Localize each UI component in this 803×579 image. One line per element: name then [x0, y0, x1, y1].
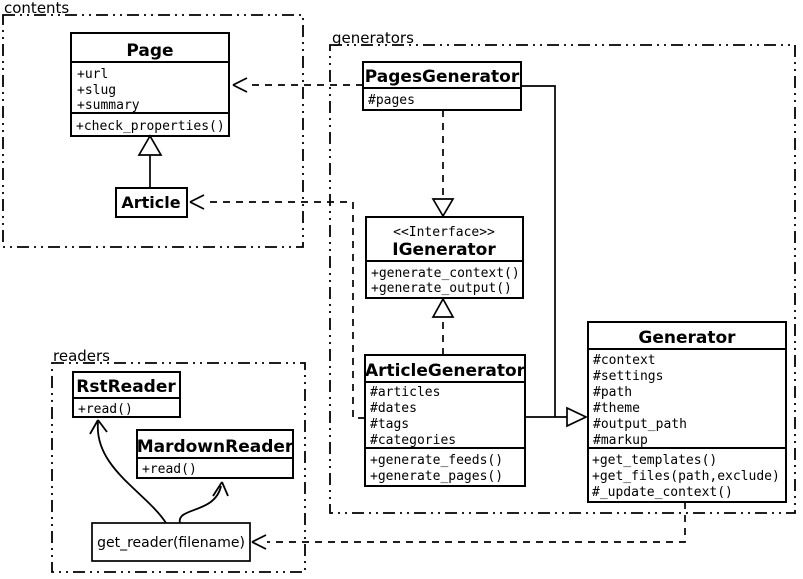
class-generator-box — [587, 321, 787, 503]
relationship-articlegenerator-depends-article — [204, 201, 365, 419]
class-generator-method: #_update_context() — [592, 485, 733, 500]
class-generator-attribute: #theme — [593, 401, 640, 416]
class-mardownreader-box — [136, 429, 294, 479]
class-igenerator-name: IGenerator — [392, 240, 496, 260]
class-articlegenerator-attribute: #articles — [370, 385, 440, 400]
class-article-name: Article — [121, 193, 180, 212]
open-arrowhead-icon — [189, 194, 205, 210]
function-get-reader: get_reader(filename) — [91, 522, 251, 562]
class-generator-attribute: #settings — [593, 369, 663, 384]
class-generator-attribute: #markup — [593, 433, 648, 448]
dependency-line — [204, 201, 365, 419]
package-generators: generators — [329, 29, 796, 514]
package-readers-border — [51, 362, 306, 573]
class-page-method: +check_properties() — [76, 119, 225, 134]
class-generator-attribute: #context — [593, 353, 656, 368]
class-mardownreader-name: MardownReader — [137, 437, 294, 457]
class-articlegenerator-attribute: #tags — [370, 417, 409, 432]
class-article: Article — [115, 187, 188, 218]
class-rstreader-box — [72, 371, 181, 418]
relationship-getreader-to-mardownreader — [179, 485, 222, 524]
class-igenerator-box — [365, 216, 524, 299]
class-articlegenerator-attribute: #categories — [370, 433, 456, 448]
class-mardownreader: MardownReader +read() — [136, 429, 294, 479]
class-page-attribute: +summary — [77, 98, 140, 113]
inheritance-triangle-icon — [566, 406, 588, 428]
function-get-reader-label: get_reader(filename) — [97, 535, 245, 551]
relationship-getreader-to-rstreader — [97, 421, 167, 524]
package-readers-label: readers — [53, 347, 110, 365]
open-arrowhead-icon — [89, 419, 108, 435]
inheritance-line — [521, 85, 567, 418]
class-page-attribute: +slug — [77, 83, 116, 98]
realization-triangle-icon — [431, 198, 455, 218]
class-articlegenerator-box — [364, 354, 526, 487]
package-generators-label: generators — [332, 29, 414, 47]
class-generator-name: Generator — [638, 328, 736, 348]
dependency-line — [267, 502, 686, 543]
package-contents: contents — [2, 0, 304, 248]
class-articlegenerator-method: +generate_pages() — [370, 469, 503, 484]
package-readers: readers — [51, 347, 306, 573]
class-article-box — [115, 187, 188, 218]
curved-arrow-line — [179, 485, 222, 524]
relationship-generator-depends-getreader — [267, 502, 686, 543]
class-mardownreader-method: +read() — [142, 462, 197, 477]
class-pagesgenerator-box — [362, 61, 522, 111]
class-page: Page +url +slug +summary +check_properti… — [70, 32, 230, 137]
class-generator-attribute: #output_path — [593, 417, 687, 432]
package-contents-border — [2, 14, 304, 248]
open-arrowhead-icon — [232, 77, 248, 93]
function-get-reader-box — [91, 522, 251, 562]
class-pagesgenerator-name: PagesGenerator — [365, 67, 520, 87]
class-articlegenerator-attribute: #dates — [370, 401, 417, 416]
class-articlegenerator-method: +generate_feeds() — [370, 453, 503, 468]
class-articlegenerator: ArticleGenerator #articles #dates #tags … — [364, 354, 526, 487]
class-rstreader-name: RstReader — [76, 377, 176, 397]
open-arrowhead-icon — [212, 481, 229, 497]
class-igenerator-method: +generate_context() — [371, 266, 520, 281]
realization-triangle-icon — [431, 297, 455, 318]
curved-arrow-line — [97, 421, 167, 524]
class-rstreader-method: +read() — [78, 402, 133, 417]
class-articlegenerator-name: ArticleGenerator — [365, 361, 526, 381]
class-generator: Generator #context #settings #path #them… — [587, 321, 787, 503]
inheritance-triangle-icon — [137, 134, 163, 156]
class-igenerator-stereotype: <<Interface>> — [393, 225, 495, 240]
class-generator-attribute: #path — [593, 385, 632, 400]
class-generator-method: +get_files(path,exclude) — [592, 469, 780, 484]
class-igenerator: <<Interface>> IGenerator +generate_conte… — [365, 216, 524, 299]
relationship-generators-inherit-generator — [521, 85, 567, 418]
open-arrowhead-icon — [251, 534, 267, 550]
class-pagesgenerator: PagesGenerator #pages — [362, 61, 522, 111]
package-contents-label: contents — [4, 0, 69, 17]
class-generator-method: +get_templates() — [592, 453, 717, 468]
class-page-box — [70, 32, 230, 137]
class-page-attribute: +url — [77, 67, 108, 82]
package-generators-border — [329, 44, 796, 514]
class-igenerator-method: +generate_output() — [371, 281, 512, 296]
class-rstreader: RstReader +read() — [72, 371, 181, 418]
class-pagesgenerator-attribute: #pages — [368, 93, 415, 108]
class-page-name: Page — [126, 41, 173, 61]
